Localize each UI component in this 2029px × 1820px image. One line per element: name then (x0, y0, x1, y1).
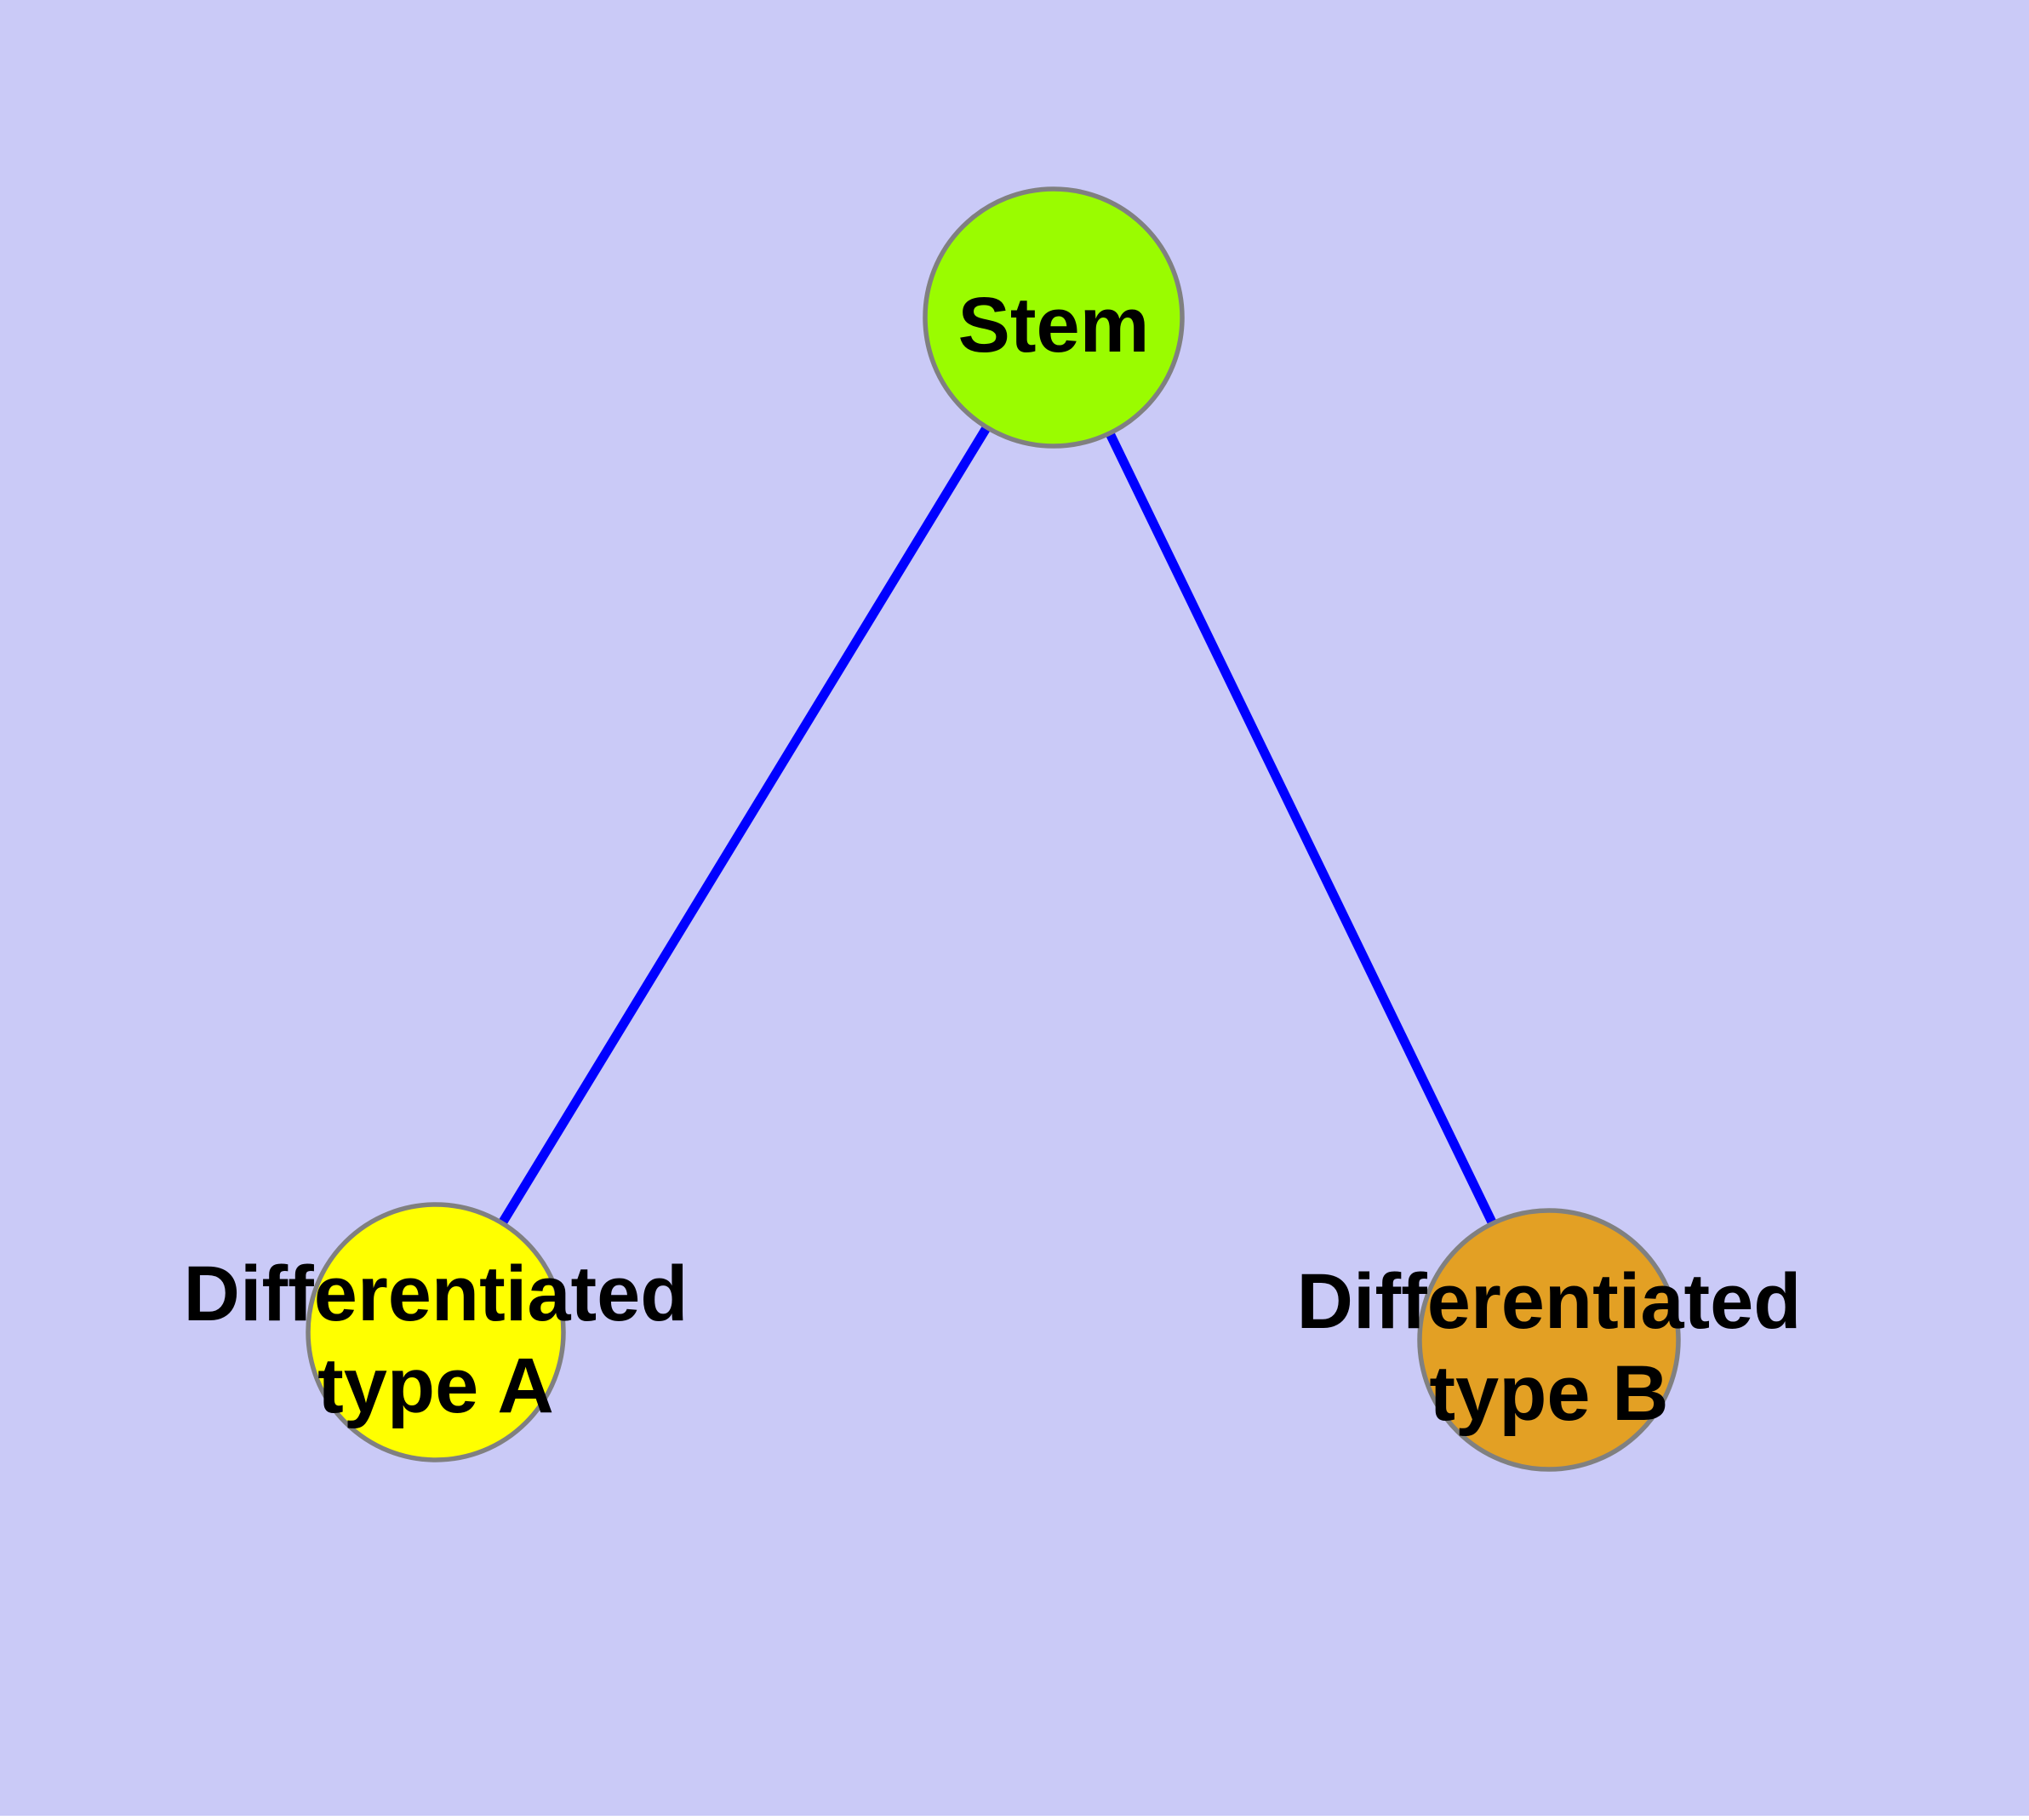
node-differentiated-type-a (306, 1202, 566, 1462)
node-label-differentiated-type-b-line-1: Differentiated (1297, 1258, 1802, 1345)
edge-stem--differentiated-type-a (432, 315, 1058, 1335)
edge-stem--differentiated-type-b (1049, 315, 1553, 1342)
node-differentiated-type-b (1417, 1208, 1681, 1472)
node-label-differentiated-type-a-line-1: Differentiated (184, 1251, 689, 1337)
bottom-margin (0, 1816, 2029, 1820)
node-label-stem-line-1: Stem (958, 282, 1150, 369)
node-label-differentiated-type-b-line-2: type B (1429, 1350, 1668, 1437)
node-stem (923, 186, 1185, 449)
node-label-differentiated-type-a-line-2: type A (317, 1342, 554, 1429)
